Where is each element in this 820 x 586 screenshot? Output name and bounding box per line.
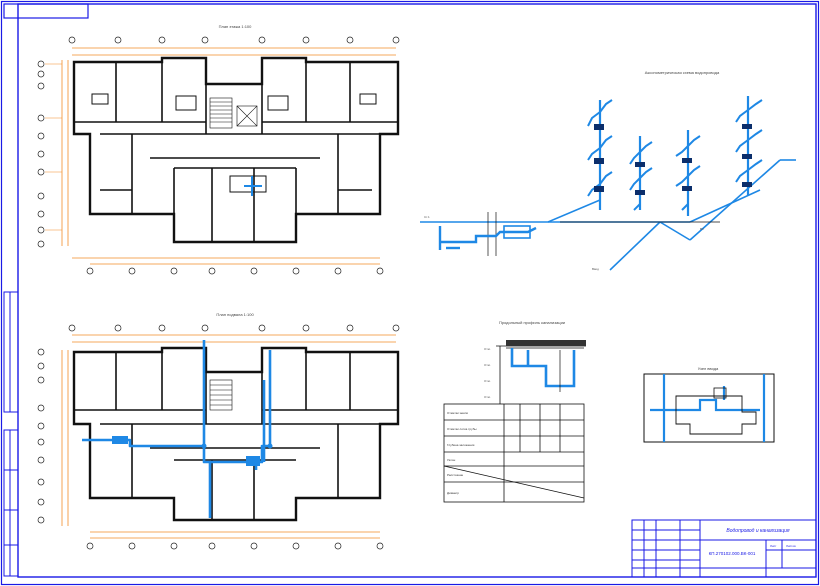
- profile-section: Продольный профиль канализации Отм. Отм.…: [443, 320, 586, 503]
- plan-top-title: План этажа 1:100: [219, 24, 253, 29]
- inner-frame: [17, 3, 817, 578]
- table-row-2: Отметки лотка трубы: [447, 427, 477, 431]
- table-row-6: Диаметр: [447, 491, 459, 495]
- axonometric-title: Аксонометрическая схема водопровода: [645, 70, 720, 75]
- plan-bottom-title: План подвала 1:100: [216, 312, 254, 317]
- profile-table: [443, 403, 585, 503]
- profile-title: Продольный профиль канализации: [499, 320, 565, 325]
- detail-title: Узел ввода: [698, 366, 719, 371]
- table-row-4: Уклон: [447, 458, 456, 462]
- svg-text:Отм.: Отм.: [484, 347, 491, 351]
- table-row-1: Отметки земли: [447, 411, 468, 415]
- svg-text:Ввод: Ввод: [592, 267, 599, 271]
- title-block: Водопровод и канализация КП.270102.000.В…: [631, 519, 817, 578]
- title-block-sheet: Лист: [770, 544, 777, 548]
- svg-text:ВК: ВК: [700, 227, 704, 231]
- svg-text:Отм.: Отм.: [484, 395, 491, 399]
- svg-text:Отм.: Отм.: [484, 363, 491, 367]
- svg-text:Отм.: Отм.: [484, 379, 491, 383]
- table-row-3: Глубина заложения: [447, 443, 475, 447]
- table-row-5: Расстояние: [447, 473, 464, 477]
- title-block-sheets: Листов: [786, 544, 796, 548]
- axonometric-scheme: Аксонометрическая схема водопровода: [420, 70, 796, 271]
- detail-node: Узел ввода: [643, 366, 775, 443]
- title-block-line2: КП.270102.000.ВК-001: [709, 551, 756, 556]
- title-block-line1: Водопровод и канализация: [726, 528, 789, 534]
- top-left-stamp: [3, 3, 89, 19]
- binding-strip: [3, 291, 19, 577]
- plan-top: План этажа 1:100: [37, 24, 400, 275]
- plan-bottom: План подвала 1:100: [37, 312, 400, 550]
- svg-text:Ст.1: Ст.1: [424, 215, 430, 219]
